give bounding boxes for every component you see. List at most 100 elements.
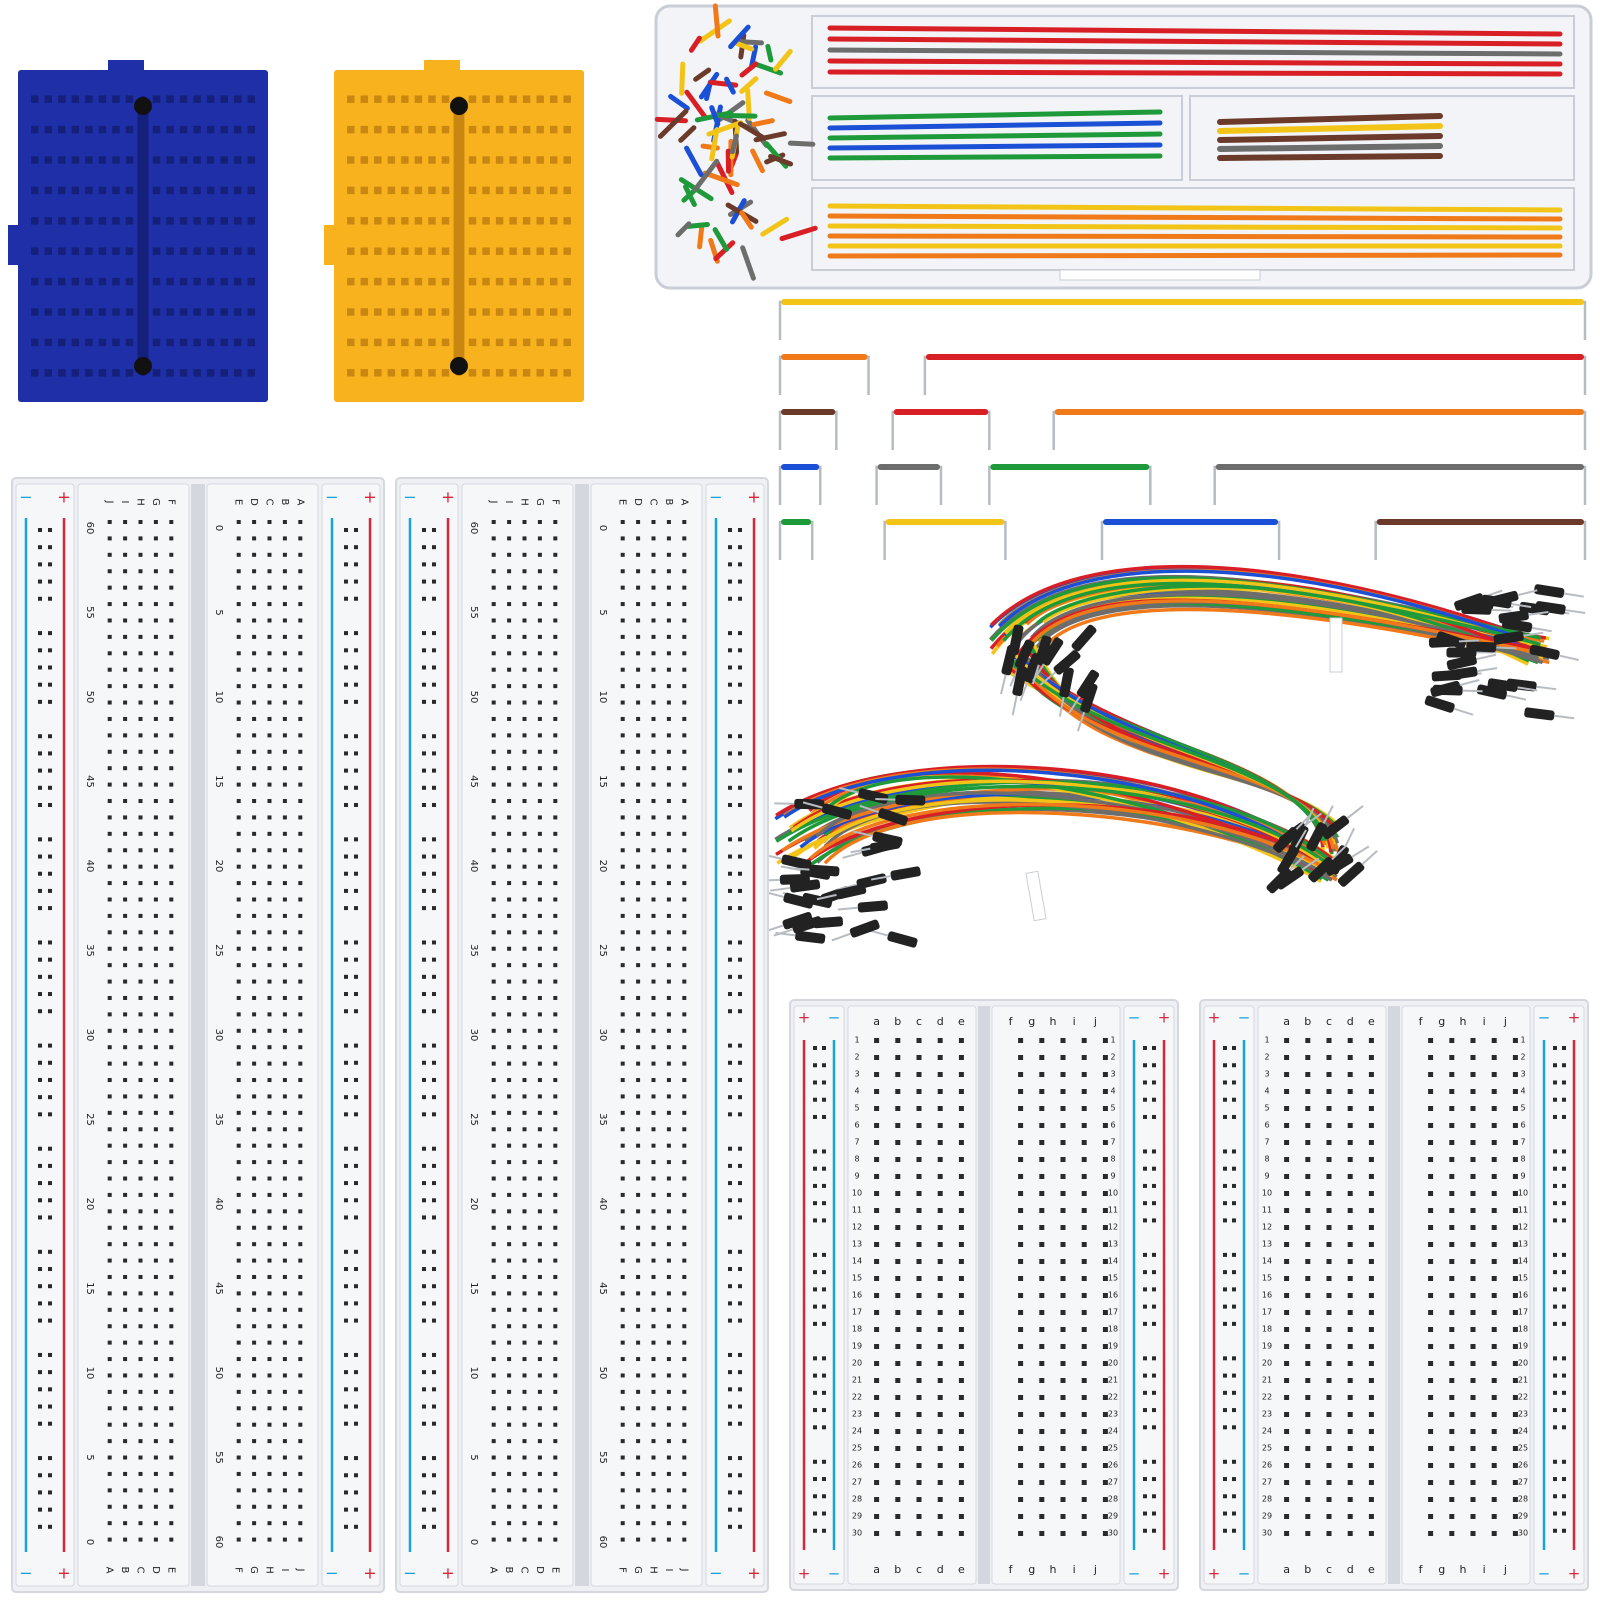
hole bbox=[666, 1488, 671, 1493]
hole bbox=[267, 1242, 272, 1247]
rail-hole bbox=[354, 768, 358, 773]
hole bbox=[123, 1258, 128, 1263]
hole bbox=[491, 1160, 496, 1165]
rail-hole bbox=[822, 1390, 826, 1395]
hole bbox=[282, 716, 287, 721]
hole bbox=[267, 1225, 272, 1230]
hole bbox=[138, 667, 143, 672]
rail-hole bbox=[344, 648, 348, 653]
hole bbox=[682, 602, 687, 607]
hole bbox=[1060, 1344, 1066, 1349]
hole bbox=[549, 186, 558, 195]
hole bbox=[193, 125, 201, 134]
hole bbox=[107, 700, 112, 705]
hole bbox=[495, 369, 504, 377]
dupont-connector bbox=[1039, 650, 1081, 686]
hole bbox=[267, 1357, 272, 1362]
hole bbox=[537, 897, 542, 902]
hole bbox=[1491, 1514, 1497, 1519]
hole bbox=[1081, 1412, 1087, 1417]
hole bbox=[651, 1012, 656, 1017]
hole bbox=[636, 815, 641, 820]
hole bbox=[507, 1192, 512, 1197]
hole bbox=[537, 1258, 542, 1263]
rail-hole bbox=[1152, 1408, 1156, 1413]
hole bbox=[549, 217, 558, 225]
rail-hole bbox=[48, 1421, 52, 1426]
hole bbox=[107, 1373, 112, 1378]
hole bbox=[169, 1439, 174, 1444]
hole bbox=[347, 338, 355, 347]
hole bbox=[1326, 1412, 1332, 1417]
hole bbox=[125, 156, 134, 164]
hole bbox=[553, 1537, 558, 1542]
hole bbox=[138, 1471, 143, 1476]
rail-hole bbox=[1152, 1270, 1156, 1275]
wire bbox=[787, 140, 816, 147]
hole bbox=[169, 1291, 174, 1296]
hole bbox=[153, 585, 158, 590]
hole bbox=[1102, 1480, 1108, 1485]
hole bbox=[553, 700, 558, 705]
hole bbox=[1039, 1497, 1045, 1502]
hole bbox=[636, 1471, 641, 1476]
hole bbox=[125, 186, 134, 195]
hole bbox=[1326, 1480, 1332, 1485]
row-number: 10 bbox=[1518, 1189, 1528, 1198]
hole bbox=[636, 1504, 641, 1509]
row-number: 10 bbox=[852, 1189, 862, 1198]
row-letter: G bbox=[150, 498, 161, 506]
rail-hole bbox=[1553, 1304, 1557, 1309]
hole bbox=[682, 700, 687, 705]
hole bbox=[937, 1514, 943, 1519]
hole bbox=[1368, 1242, 1374, 1247]
hole bbox=[536, 247, 544, 255]
hole bbox=[153, 1028, 158, 1033]
rail-hole bbox=[344, 734, 348, 739]
hole bbox=[482, 186, 490, 195]
hole bbox=[491, 1389, 496, 1394]
row-letter: A bbox=[678, 499, 689, 506]
hole bbox=[1305, 1446, 1311, 1451]
rail-hole bbox=[1143, 1321, 1147, 1326]
hole bbox=[58, 308, 66, 316]
rail-hole bbox=[1562, 1494, 1566, 1499]
hole bbox=[138, 1521, 143, 1526]
hole bbox=[169, 1078, 174, 1083]
rail-hole bbox=[813, 1373, 817, 1378]
hole bbox=[507, 1258, 512, 1263]
row-number: 30 bbox=[1108, 1529, 1118, 1538]
hole bbox=[169, 1274, 174, 1279]
connector-housing bbox=[1524, 707, 1555, 721]
hole bbox=[138, 831, 143, 836]
hole bbox=[1428, 1327, 1434, 1332]
rail-hole bbox=[1152, 1425, 1156, 1430]
hole bbox=[401, 369, 409, 377]
rail-hole bbox=[422, 1060, 426, 1065]
hole bbox=[125, 338, 134, 347]
rail-hole bbox=[354, 1421, 358, 1426]
hole bbox=[125, 369, 134, 377]
rail-hole bbox=[354, 1009, 358, 1014]
hole bbox=[1102, 1191, 1108, 1196]
rail-hole bbox=[1232, 1183, 1236, 1188]
hole bbox=[233, 156, 242, 164]
rail-hole bbox=[728, 785, 732, 790]
hole bbox=[916, 1225, 922, 1230]
hole bbox=[1428, 1361, 1434, 1366]
row-number: 1 bbox=[1264, 1036, 1269, 1045]
connector-housing bbox=[1534, 584, 1565, 598]
hole bbox=[874, 1514, 880, 1519]
rail-hole bbox=[432, 1249, 436, 1254]
rail-hole bbox=[1232, 1390, 1236, 1395]
hole bbox=[247, 308, 255, 316]
hole bbox=[123, 1537, 128, 1542]
hole bbox=[509, 247, 517, 255]
hole bbox=[282, 831, 287, 836]
hole bbox=[522, 1110, 527, 1115]
hole bbox=[360, 308, 369, 316]
hole bbox=[107, 1176, 112, 1181]
hole bbox=[107, 733, 112, 738]
rail-hole bbox=[432, 1077, 436, 1082]
